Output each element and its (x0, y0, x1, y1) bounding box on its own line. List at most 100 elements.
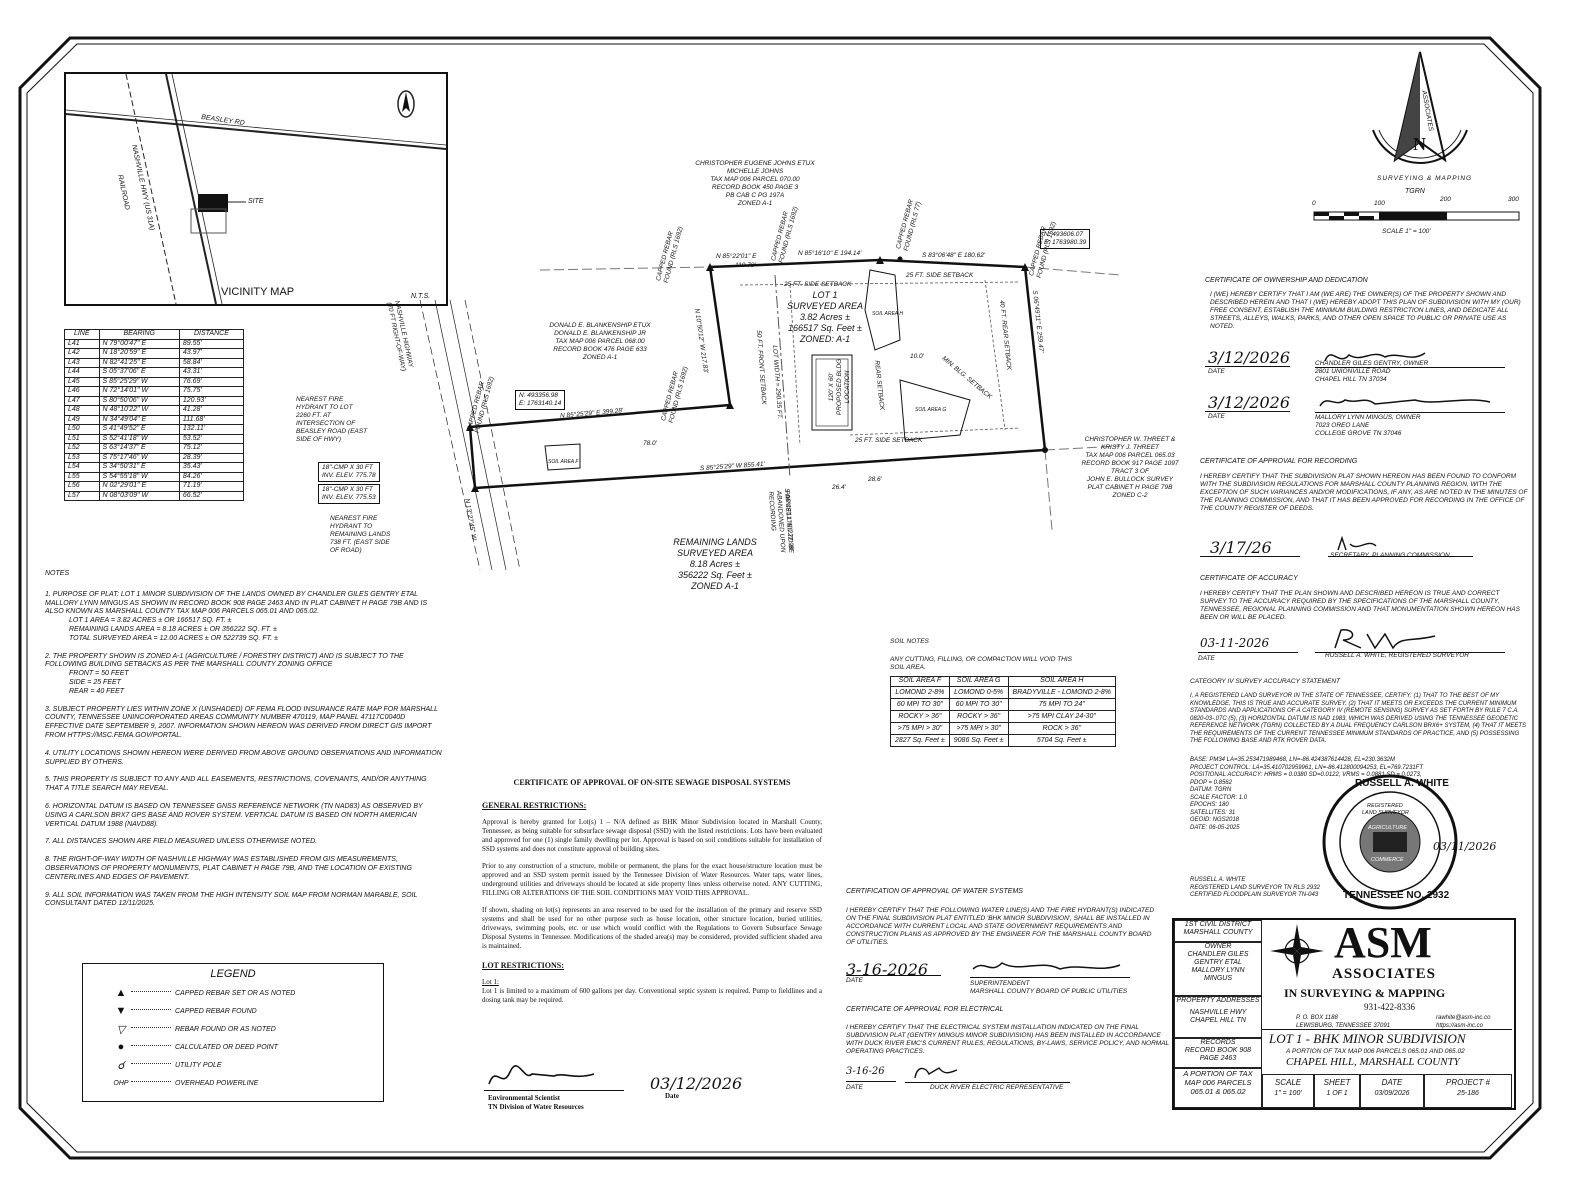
line-table-cell: L42 (64, 348, 100, 359)
dim-78: 78.0' (643, 440, 657, 447)
tb-project: PROJECT #25-186 (1424, 1074, 1512, 1108)
line-table-header: BEARING (98, 329, 180, 340)
sewage-sig-role: Environmental Scientist (488, 1094, 561, 1102)
line-table-cell: 132.11' (178, 424, 245, 435)
water-title: CERTIFICATION OF APPROVAL OF WATER SYSTE… (846, 888, 1023, 895)
legend-symbol-icon: ▼ (115, 1005, 127, 1017)
line-table-cell: L53 (64, 452, 100, 463)
line-table-cell: L47 (64, 395, 100, 406)
electrical-title: CERTIFICATE OF APPROVAL FOR ELECTRICAL (846, 1006, 1004, 1013)
legend-symbol-icon: ▲ (115, 987, 127, 999)
company-sub: IN SURVEYING & MAPPING (1284, 986, 1446, 1000)
ownership-date-2: 3/12/2026 (1208, 393, 1291, 412)
line-table-cell: S 52°41'18" W (98, 433, 180, 444)
line-table-cell: S 80°50'06" W (98, 395, 180, 406)
soil-table-cell: 5704 Sq. Feet ± (1007, 733, 1116, 747)
electrical-date: 3-16-26 (846, 1066, 885, 1077)
line-table-cell: 43.31' (178, 367, 245, 378)
soil-table-cell: 60 MPI TO 30" (948, 697, 1009, 711)
surveyor-seal: RUSSELL A. WHITE REGISTERED LAND SURVEYO… (1305, 772, 1496, 912)
owner-signature-1 (1315, 345, 1505, 368)
line-table-cell: N 02°29'01" E (98, 481, 180, 492)
legend-item: ▼CAPPED REBAR FOUND (111, 1002, 383, 1020)
project-loc: CHAPEL HILL, MARSHALL COUNTY (1286, 1056, 1460, 1068)
legend-item: OHP OVERHEAD POWERLINE (111, 1074, 383, 1092)
line-table-cell: 75.12' (178, 443, 245, 454)
legend-symbol-icon: ☌ (117, 1059, 125, 1072)
line-table-cell: L46 (64, 386, 100, 397)
line-table-cell: S 63°14'37" E (98, 443, 180, 454)
line-table-cell: S 54°55'18" W (98, 471, 180, 482)
notes-block: NOTES 1. PURPOSE OF PLAT: LOT 1 MINOR SU… (45, 570, 445, 909)
line-table-cell: L44 (64, 367, 100, 378)
line-table-cell: N 18°20'59" E (98, 348, 180, 359)
legend-symbol-icon: ● (117, 1041, 125, 1053)
recording-text: I HEREBY CERTIFY THAT THE SUBDIVISION PL… (1200, 473, 1528, 512)
line-table-cell: 120.93' (178, 395, 245, 406)
soil-area-h: SOIL AREA H (872, 311, 903, 317)
legend-label: CALCULATED OR DEED POINT (175, 1043, 278, 1051)
soil-table-row: LOMOND 2-8%LOMOND 0-5%BRADYVILLE - LOMON… (890, 685, 1116, 699)
cat4-data: BASE: PM34 LA=35.25347198946​8, LN=-86.4… (1190, 757, 1423, 831)
soil-table-row: >75 MPI > 30">75 MPI > 30"ROCK > 36" (890, 721, 1116, 735)
bearing-3: S 83°06'48" E 180.62' (922, 252, 986, 259)
soil-notes-warning: ANY CUTTING, FILLING, OR COMPACTION WILL… (890, 656, 1073, 671)
accuracy-signature (1315, 626, 1505, 653)
line-table-cell: S 34°50'31" E (98, 462, 180, 473)
ownership-date-1: 3/12/2026 (1208, 348, 1291, 367)
water-sig-org: MARSHALL COUNTY BOARD OF PUBLIC UTILITIE… (970, 988, 1128, 995)
cat4-text: I, A REGISTERED LAND SURVEYOR IN THE STA… (1190, 693, 1526, 744)
line-table-cell: L43 (64, 357, 100, 368)
owner-signature-2 (1315, 390, 1505, 413)
legend-title: LEGEND (210, 968, 256, 980)
line-table-cell: N 08°03'09" W (98, 490, 180, 501)
tgrn-label: TGRN (1405, 188, 1425, 195)
company-assoc: ASSOCIATES (1332, 966, 1436, 982)
soil-table-row: 2827 Sq. Feet ±9086 Sq. Feet ±5704 Sq. F… (890, 733, 1116, 747)
sewage-certificate: CERTIFICATE OF APPROVAL OF ON-SITE SEWAG… (482, 778, 822, 1004)
north-arrow-logo: N ASSOCIATES SURVEYING & MAPPING (1355, 50, 1485, 185)
soil-table-row: ROCKY > 36"ROCKY > 36">75 MPI CLAY 24-30… (890, 709, 1116, 723)
accuracy-date: 03-11-2026 (1200, 636, 1270, 650)
legend-label: UTILITY POLE (175, 1061, 222, 1069)
soil-table-cell: >75 MPI > 30" (948, 721, 1009, 735)
bearing-1: N 85°22'01" E (716, 253, 757, 260)
accuracy-title: CERTIFICATE OF ACCURACY (1200, 575, 1298, 582)
project-title: LOT 1 - BHK MINOR SUBDIVISION (1269, 1031, 1466, 1046)
line-table-cell: 28.39' (178, 452, 245, 463)
scale-text: SCALE 1" = 100' (1382, 228, 1431, 235)
side-setback-1: 25 FT. SIDE SETBACK (784, 281, 852, 288)
water-text: I HEREBY CERTIFY THAT THE FOLLOWING WATE… (846, 907, 1155, 946)
recording-sig-role: SECRETARY, PLANNING COMMISSION (1330, 552, 1450, 559)
side-setback-2: 25 FT. SIDE SETBACK (906, 272, 974, 279)
line-table-cell: 71.19' (178, 481, 245, 492)
legend-symbol-icon: OHP (113, 1079, 129, 1087)
recording-title: CERTIFICATE OF APPROVAL FOR RECORDING (1200, 458, 1358, 465)
soil-table-header: SOIL AREA G (948, 676, 1009, 687)
line-table-cell: 111.68' (178, 414, 245, 425)
line-table-cell: L56 (64, 481, 100, 492)
compass-logo (1270, 924, 1324, 978)
recording-signature (1328, 534, 1473, 557)
line-table-cell: L51 (64, 433, 100, 444)
legend-label: OVERHEAD POWERLINE (175, 1079, 259, 1087)
